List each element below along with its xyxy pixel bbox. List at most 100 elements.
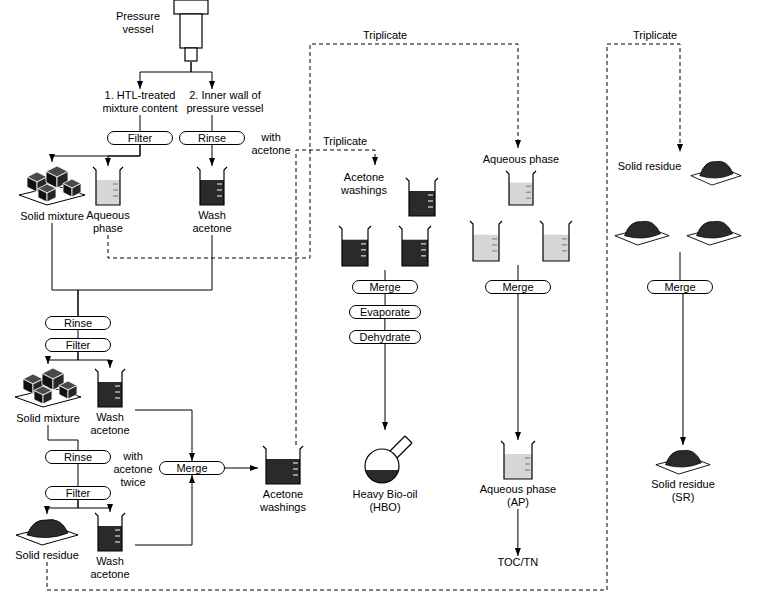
cube-face bbox=[47, 189, 56, 203]
beaker-tick bbox=[492, 244, 497, 245]
beaker-liquid bbox=[96, 180, 120, 205]
node-label: Aqueous phase bbox=[465, 153, 577, 166]
beaker-tick bbox=[492, 238, 497, 239]
powder-pile bbox=[625, 221, 661, 238]
beaker-liquid bbox=[509, 183, 533, 205]
icon-svg bbox=[196, 166, 228, 206]
triplicate-group: Acetone washings bbox=[330, 165, 445, 270]
beaker-tick bbox=[525, 470, 530, 471]
flow-connector bbox=[225, 468, 258, 469]
beaker-icon bbox=[399, 226, 431, 266]
cube-face bbox=[34, 391, 43, 405]
solid-sample: Solid mixture bbox=[13, 364, 83, 425]
node-label: Heavy Bio-oil (HBO) bbox=[340, 488, 430, 514]
beaker-tick bbox=[115, 536, 120, 537]
beaker-liquid bbox=[98, 382, 122, 407]
flow-connector bbox=[78, 330, 79, 338]
beaker-outline bbox=[339, 226, 371, 266]
process-step: Filter bbox=[45, 486, 111, 500]
node-label: Wash acetone bbox=[187, 209, 237, 235]
flow-connector bbox=[385, 344, 386, 430]
process-step: Dehydrate bbox=[349, 330, 422, 344]
pile-icon bbox=[615, 221, 669, 245]
beaker-tick bbox=[361, 255, 366, 256]
beaker-liquid bbox=[266, 459, 300, 484]
beaker-outline bbox=[197, 167, 227, 205]
beaker-icon bbox=[470, 221, 502, 261]
node-label: Pressure vessel bbox=[108, 0, 168, 36]
beaker-tick bbox=[113, 190, 118, 191]
beaker-liquid bbox=[473, 235, 499, 261]
flow-connector bbox=[52, 223, 78, 316]
beaker-tick bbox=[562, 238, 567, 239]
beaker-tick bbox=[113, 184, 118, 185]
beaker-tick bbox=[361, 249, 366, 250]
step-heading: 1. HTL-treated mixture content bbox=[90, 89, 190, 115]
node-label: Solid residue (SR) bbox=[643, 478, 723, 504]
node-label: 1. HTL-treated mixture content bbox=[90, 89, 190, 115]
node-label: Wash acetone bbox=[85, 555, 135, 581]
beaker-tick bbox=[428, 201, 433, 202]
beaker-outline bbox=[399, 226, 431, 266]
flow-connector bbox=[212, 145, 213, 166]
node-label: Rinse bbox=[56, 317, 100, 329]
edge-label: Triplicate bbox=[321, 135, 369, 148]
beaker-liquid bbox=[200, 180, 224, 205]
beaker-tick bbox=[526, 198, 531, 199]
flow-connector bbox=[683, 294, 684, 445]
connector-group bbox=[47, 44, 683, 590]
beaker-tick bbox=[293, 469, 298, 470]
beaker-liquid bbox=[98, 526, 122, 551]
icon-svg bbox=[172, 0, 210, 62]
beaker-tick bbox=[526, 186, 531, 187]
node-label: Filter bbox=[56, 487, 100, 499]
flow-connector bbox=[78, 464, 79, 486]
cube-face bbox=[72, 184, 81, 198]
icon-svg bbox=[15, 514, 79, 546]
process-step: Merge bbox=[159, 461, 225, 475]
flow-connector bbox=[78, 500, 110, 512]
cubes-icon bbox=[15, 368, 81, 407]
triplicate-connector bbox=[47, 44, 680, 590]
beaker-outline bbox=[95, 369, 125, 407]
beaker-tick bbox=[421, 255, 426, 256]
beaker-icon bbox=[197, 167, 227, 205]
triplicate-connector bbox=[108, 44, 518, 258]
beaker-icon bbox=[263, 446, 303, 484]
icon-svg bbox=[350, 430, 420, 485]
beaker-outline bbox=[470, 221, 502, 261]
beaker-tick bbox=[421, 249, 426, 250]
flow-connector bbox=[47, 500, 78, 514]
pile-icon bbox=[691, 161, 741, 185]
node-label: Wash acetone bbox=[85, 411, 135, 437]
node-label: Acetone washings bbox=[330, 171, 398, 197]
icon-svg bbox=[13, 364, 83, 409]
beaker-outline bbox=[95, 513, 125, 551]
icon-svg bbox=[94, 368, 126, 408]
beaker-icon bbox=[95, 513, 125, 551]
node-label: Aqueous phase (AP) bbox=[478, 483, 558, 509]
solid-sample: Solid residue (SR) bbox=[643, 445, 723, 504]
beaker-liquid bbox=[342, 240, 368, 266]
edge-label: Triplicate bbox=[361, 29, 409, 42]
beaker-tick bbox=[492, 250, 497, 251]
flow-connector bbox=[518, 294, 519, 440]
beaker-tick bbox=[293, 463, 298, 464]
flask-neck bbox=[390, 436, 412, 458]
node-label: Acetone washings bbox=[258, 488, 308, 514]
node-label: Filter bbox=[118, 132, 162, 144]
beaker-outline bbox=[263, 446, 303, 484]
pressure-vessel: Pressure vessel bbox=[108, 0, 210, 62]
process-step: Filter bbox=[107, 131, 173, 145]
beaker-tick bbox=[113, 196, 118, 197]
beaker-outline bbox=[93, 167, 123, 205]
powder-pile bbox=[666, 450, 702, 467]
flow-connector bbox=[518, 265, 519, 280]
process-step: Rinse bbox=[45, 450, 111, 464]
cube-face bbox=[27, 177, 37, 192]
node-label: Evaporate bbox=[360, 306, 410, 318]
flow-connector bbox=[680, 252, 681, 280]
beaker-icon bbox=[540, 221, 572, 261]
beaker-tick bbox=[562, 250, 567, 251]
